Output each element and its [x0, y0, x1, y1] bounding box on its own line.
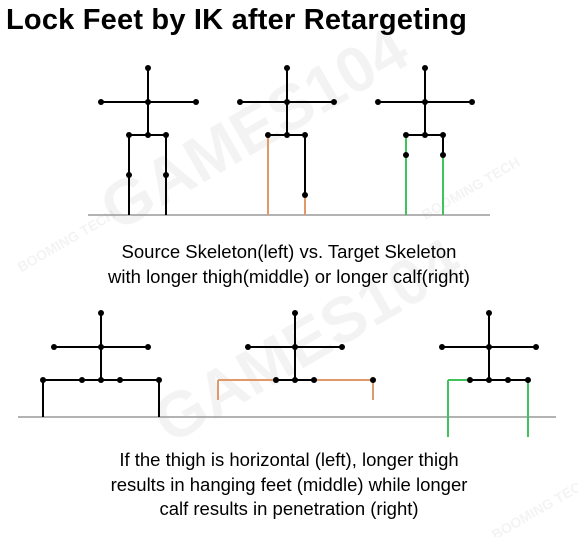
caption-bottom-line3: calf results in penetration (right)	[159, 498, 419, 519]
longer-calf-joints-top	[375, 65, 475, 158]
caption-bottom: If the thigh is horizontal (left), longe…	[0, 448, 578, 522]
source-skeleton-bottom	[42, 313, 160, 417]
source-joints-top	[98, 65, 199, 178]
source-joints-bottom	[40, 310, 162, 383]
watermark-text: BOOMING TECH	[419, 154, 523, 223]
longer-thigh-joints-top	[237, 65, 337, 198]
caption-bottom-line2: results in hanging feet (middle) while l…	[110, 473, 468, 495]
longer-calf-joints-bottom	[439, 310, 539, 383]
caption-top-line2: with longer thigh(middle) or longer calf…	[108, 265, 470, 287]
caption-top: Source Skeleton(left) vs. Target Skeleto…	[0, 240, 578, 289]
longer-calf-skeleton-bottom	[442, 313, 536, 437]
caption-bottom-line1: If the thigh is horizontal (left), longe…	[119, 449, 459, 470]
page-title: Lock Feet by IK after Retargeting	[6, 4, 468, 36]
caption-top-line1: Source Skeleton(left) vs. Target Skeleto…	[121, 241, 457, 262]
longer-thigh-joints-bottom	[245, 310, 376, 383]
watermark-text: GAMES104	[88, 11, 420, 244]
